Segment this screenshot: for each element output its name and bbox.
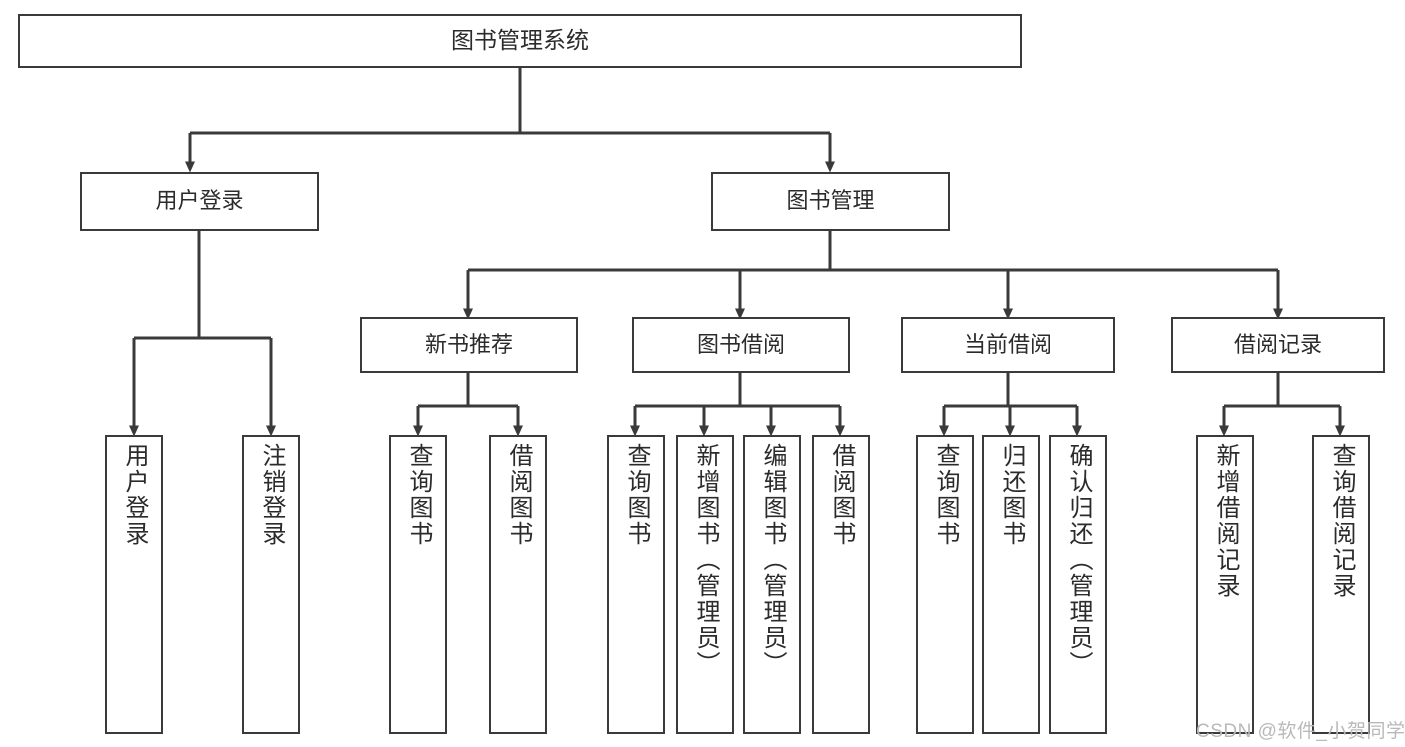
leaf-logout[interactable]: 注销登录 (242, 435, 300, 734)
leaf-borrow-borrow-book-label: 借阅图书 (828, 443, 855, 547)
leaf-current-query-book-label: 查询图书 (932, 443, 959, 547)
leaf-newbook-borrow-book-label: 借阅图书 (505, 443, 532, 547)
node-current-borrow-label: 当前借阅 (963, 331, 1052, 357)
leaf-newbook-query-book-label: 查询图书 (405, 443, 432, 547)
leaf-current-query-book[interactable]: 查询图书 (916, 435, 974, 734)
node-book-management-label: 图书管理 (786, 188, 875, 214)
node-book-management[interactable]: 图书管理 (711, 172, 950, 231)
leaf-record-query[interactable]: 查询借阅记录 (1312, 435, 1370, 734)
leaf-newbook-borrow-book[interactable]: 借阅图书 (489, 435, 547, 734)
node-borrow-record[interactable]: 借阅记录 (1171, 317, 1385, 373)
leaf-borrow-query-book[interactable]: 查询图书 (607, 435, 665, 734)
leaf-user-login-label: 用户登录 (121, 443, 148, 547)
leaf-record-add-label: 新增借阅记录 (1212, 443, 1239, 599)
watermark: CSDN @软件_小贺同学 (1196, 721, 1405, 742)
node-user-login-label: 用户登录 (155, 188, 244, 214)
leaf-record-query-label: 查询借阅记录 (1328, 443, 1355, 599)
node-root[interactable]: 图书管理系统 (18, 14, 1022, 68)
node-new-book-recommend[interactable]: 新书推荐 (360, 317, 578, 373)
leaf-borrow-borrow-book[interactable]: 借阅图书 (812, 435, 870, 734)
node-book-borrow-label: 图书借阅 (696, 331, 785, 357)
node-root-label: 图书管理系统 (451, 27, 589, 54)
leaf-current-confirm-return[interactable]: 确认归还（管理员） (1049, 435, 1107, 734)
node-borrow-record-label: 借阅记录 (1233, 331, 1322, 357)
leaf-user-login[interactable]: 用户登录 (105, 435, 163, 734)
leaf-current-confirm-return-label: 确认归还（管理员） (1065, 443, 1092, 677)
node-user-login[interactable]: 用户登录 (80, 172, 319, 231)
leaf-borrow-edit-book[interactable]: 编辑图书（管理员） (743, 435, 801, 734)
leaf-current-return-book-label: 归还图书 (998, 443, 1025, 547)
leaf-borrow-add-book-label: 新增图书（管理员） (692, 443, 719, 677)
node-book-borrow[interactable]: 图书借阅 (632, 317, 850, 373)
leaf-borrow-edit-book-label: 编辑图书（管理员） (759, 443, 786, 677)
leaf-borrow-add-book[interactable]: 新增图书（管理员） (676, 435, 734, 734)
leaf-newbook-query-book[interactable]: 查询图书 (389, 435, 447, 734)
leaf-logout-label: 注销登录 (258, 443, 285, 547)
node-new-book-recommend-label: 新书推荐 (424, 331, 513, 357)
leaf-borrow-query-book-label: 查询图书 (623, 443, 650, 547)
leaf-record-add[interactable]: 新增借阅记录 (1196, 435, 1254, 734)
leaf-current-return-book[interactable]: 归还图书 (982, 435, 1040, 734)
node-current-borrow[interactable]: 当前借阅 (901, 317, 1115, 373)
